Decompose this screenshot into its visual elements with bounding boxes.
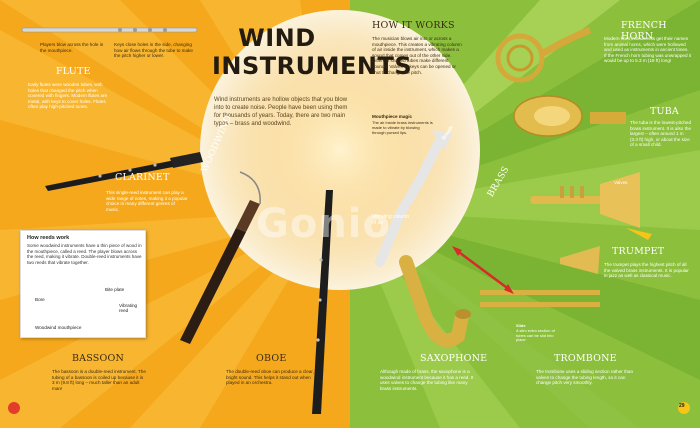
mouthpiece-label: Woodwind mouthpiece (35, 325, 82, 330)
trumpet-illustration (530, 172, 640, 228)
saxophone-heading: SAXOPHONE (420, 353, 488, 364)
trumpet-heading: TRUMPET (612, 246, 665, 257)
vibrating-air-label: Vibrating column of air (372, 214, 410, 226)
bassoon-text: The bassoon is a double-reed instrument.… (52, 369, 146, 391)
slide-label-title: Slide (516, 323, 526, 328)
flute-callout-1: Players blow across the hole in the mout… (40, 42, 104, 53)
how-it-works-text: The musician blows air into or across a … (372, 36, 462, 75)
mouthpiece-magic-heading: Mouthpiece magic (372, 114, 413, 119)
trombone-illustration (480, 246, 600, 307)
flute-illustration (21, 27, 198, 33)
vibrating-reed-label: Vibrating reed (119, 303, 138, 313)
trombone-text: The trombone uses a sliding section rath… (536, 369, 634, 386)
bassoon-illustration (180, 171, 261, 344)
oboe-text: The double-reed oboe can produce a clear… (226, 369, 314, 386)
trombone-heading: TROMBONE (554, 353, 617, 364)
reeds-panel: How reeds work Some woodwind instruments… (20, 230, 146, 338)
slide-arrow (452, 246, 514, 294)
clarinet-illustration (45, 152, 203, 191)
page-number-right: 29 (679, 403, 685, 409)
airflow-arrow (375, 130, 452, 267)
clarinet-text: This single-reed instrument can play a w… (106, 190, 188, 212)
french-horn-text: Modern horn instruments get their names … (604, 36, 692, 64)
tuba-text: The tuba is the lowest-pitched brass ins… (630, 120, 692, 148)
flute-text: Early flutes were wooden tubes, with hol… (28, 82, 108, 110)
bore-label: Bore (35, 297, 45, 302)
valves-label: Valves (614, 180, 628, 185)
french-horn-heading: FRENCH HORN (621, 20, 667, 42)
slide-label-text: A slim extra section of tubes can be sli… (516, 327, 555, 343)
trumpet-pointer (626, 228, 652, 240)
tuba-heading: TUBA (650, 106, 679, 117)
intro-text: Wind instruments are hollow objects that… (214, 97, 348, 127)
trumpet-text: The trumpet plays the highest pitch of a… (604, 262, 689, 279)
mouthpiece-magic-text: The air inside brass instruments is made… (372, 120, 433, 135)
bite-plate-label: Bite plate (105, 287, 125, 292)
watermark: Gonio (256, 201, 391, 247)
french-horn-illustration (495, 26, 592, 83)
flute-heading: FLUTE (56, 66, 91, 77)
tuba-illustration (513, 95, 626, 137)
saxophone-illustration (399, 255, 471, 348)
bassoon-heading: BASSOON (72, 353, 124, 364)
flute-callout-2: Keys close holes in the side, changing h… (114, 42, 193, 59)
reeds-text: Some woodwind instruments have a thin pi… (27, 243, 142, 265)
how-it-works-heading: HOW IT WORKS (372, 20, 455, 31)
saxophone-text: Although made of brass, the saxophone is… (380, 369, 474, 391)
oboe-illustration (312, 190, 333, 414)
oboe-heading: OBOE (256, 353, 287, 364)
reeds-heading: How reeds work (27, 235, 70, 241)
clarinet-heading: CLARINET (115, 172, 170, 183)
